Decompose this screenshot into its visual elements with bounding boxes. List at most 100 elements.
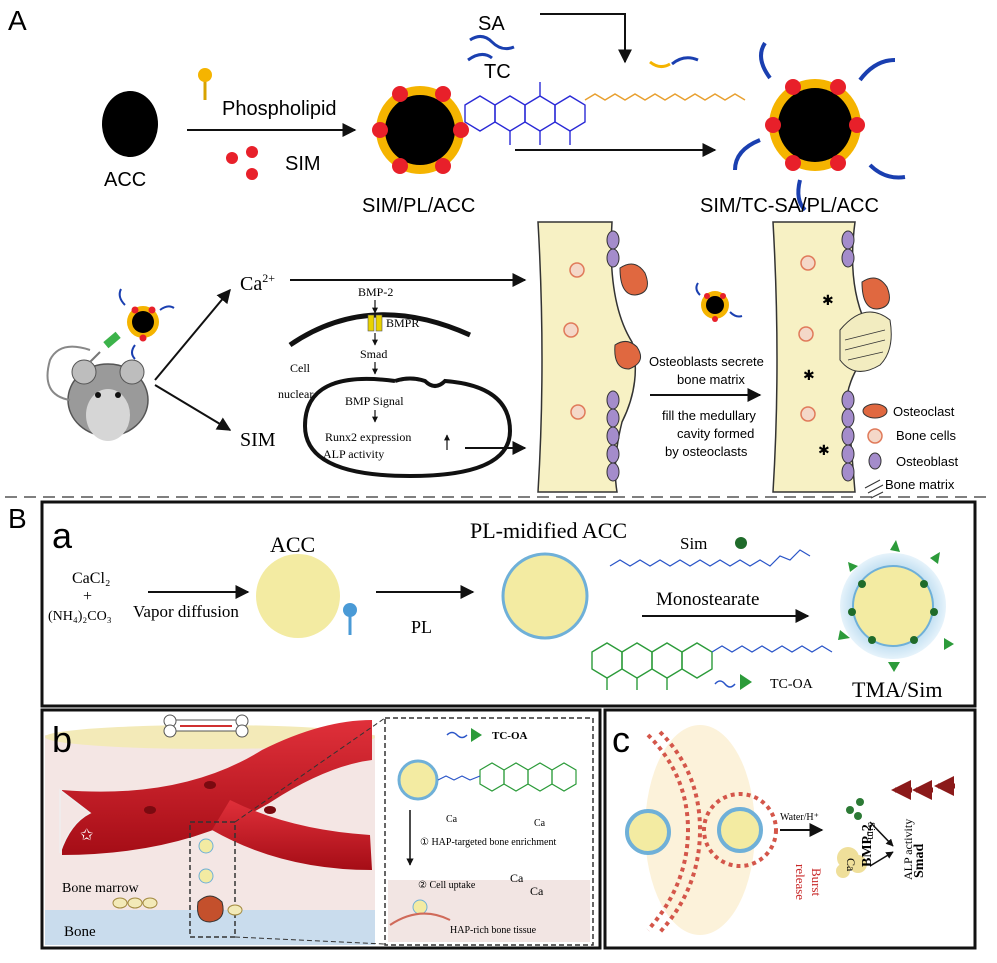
vessel-opening — [59, 788, 92, 854]
nanoparticle-small-icon — [118, 288, 175, 360]
c-arrow-converge-1 — [869, 821, 894, 847]
bone-matrix-secrete-label: bone matrix — [677, 372, 745, 387]
tc-molecule-icon — [464, 82, 586, 145]
rbc-2 — [204, 781, 216, 789]
arrow-to-ca-route — [154, 288, 231, 381]
nuclear-label: nuclear — [278, 387, 313, 401]
sim-pl-acc-label: SIM/PL/ACC — [362, 195, 475, 217]
acc-particle — [102, 91, 158, 157]
ca2-route-label: Ca2+ — [240, 271, 275, 295]
cell-membrane — [288, 312, 472, 348]
arrow-to-sim-route — [154, 384, 232, 431]
nanoparticle-center-icon — [695, 282, 743, 322]
bone-before — [537, 221, 648, 493]
bone-label: Bone — [64, 924, 96, 940]
phospholipid-label: Phospholipid — [222, 98, 337, 120]
tc-oa-molecule-icon — [591, 642, 713, 690]
inset-cell-membrane — [389, 912, 451, 926]
bone-matrix-hatch — [839, 311, 892, 372]
fill-cavity-label-2: cavity formed — [677, 426, 754, 441]
cacl2-label: CaCl₂ — [72, 570, 110, 587]
burst-release-label-1: Burst — [809, 868, 824, 897]
sa-fragment — [649, 60, 671, 69]
sim-label: SIM — [285, 153, 321, 175]
bone-after: ✱ ✱ ✱ — [772, 221, 892, 493]
tc-oa-triangle-icon — [471, 728, 482, 742]
acc-sphere — [256, 554, 340, 638]
sim-route-label: SIM — [240, 429, 276, 451]
lipid-glow — [645, 725, 755, 935]
tc-oa-inset-label: TC-OA — [492, 730, 528, 742]
svg-text:✱: ✱ — [818, 442, 830, 458]
bmpr-receptor-icon-2 — [375, 314, 383, 332]
panel-b-b: b ✩ Bone marrow Bone TC-OA — [40, 708, 602, 950]
osteoclast-icon — [197, 895, 224, 923]
runx2-label: Runx2 expression — [325, 430, 411, 444]
sa-chain-1 — [469, 35, 515, 51]
sim-dots-icon — [226, 146, 258, 180]
legend-osteoclast-icon — [862, 403, 888, 419]
tma-sim-particle — [838, 540, 954, 672]
ca-label-4: Ca — [530, 884, 544, 898]
phospholipid-icon — [198, 68, 212, 100]
bone-lining-cells — [112, 897, 243, 916]
sim-green-dot — [735, 537, 747, 549]
panel-b-c-label: c — [612, 719, 630, 760]
panel-b-a: a CaCl₂ + (NH₄)₂CO₃ Vapor diffusion ACC … — [40, 500, 977, 708]
c-arrow-converge-2 — [869, 851, 894, 867]
cell-label: Cell — [290, 361, 311, 375]
step-2-label: ② Cell uptake — [418, 880, 476, 891]
alp-c-label: ALP activity — [901, 819, 915, 880]
nucleus-membrane — [302, 376, 513, 479]
pl-label: PL — [411, 617, 432, 637]
legend-bone-matrix-label: Bone matrix — [885, 477, 955, 492]
legend-osteoblast-icon — [868, 452, 882, 470]
released-ca-cluster — [836, 847, 867, 878]
phospholipid-blue-icon — [343, 603, 357, 635]
legend-osteoclast-label: Osteoclast — [893, 404, 955, 419]
bmpr-label: BMPR — [386, 316, 419, 330]
sim-pl-acc-particle — [372, 86, 469, 174]
blood-vessel-lower — [212, 800, 372, 870]
sa-to-product-arrow — [540, 13, 632, 64]
zoom-line-top — [234, 717, 386, 823]
inset-tc-molecule — [479, 762, 577, 792]
bmp-signal-label: BMP Signal — [345, 394, 404, 408]
osteoblasts-secrete-label: Osteoblasts secrete — [649, 354, 764, 369]
panel-a: A ACC Phospholipid SIM SIM/PL/ACC — [8, 5, 959, 499]
acc-label: ACC — [104, 169, 146, 191]
monostearate-chain — [609, 549, 811, 567]
bmpr-receptor-icon — [367, 314, 375, 332]
bmp2-label: BMP-2 — [358, 285, 393, 299]
panel-b-c: c Water/H⁺ Burst release Sim Ca BMP-2 Sm… — [603, 708, 977, 950]
particle-migrating-1 — [198, 838, 214, 854]
panel-a-legend: Osteoclast Bone cells Osteoblast Bone ma… — [862, 403, 959, 499]
alp-label: ALP activity — [323, 447, 384, 461]
tc-oa-legend-wave — [714, 680, 736, 688]
c-nanoparticle-left — [625, 809, 671, 855]
tma-sim-label: TMA/Sim — [852, 677, 942, 702]
panel-a-label: A — [8, 5, 27, 36]
smad-c-label: Smad — [912, 844, 927, 878]
lipid-bilayer-outer — [646, 733, 691, 932]
rbc-1 — [144, 806, 156, 814]
tc-oa-label: TC-OA — [770, 677, 814, 692]
ca-label-3: Ca — [510, 871, 524, 885]
tc-label: TC — [484, 61, 511, 83]
sa-chain-2 — [467, 53, 493, 62]
c-nanoparticle-right — [717, 807, 763, 853]
panel-b-label: B — [8, 503, 27, 534]
svg-text:✱: ✱ — [803, 367, 815, 383]
pl-acc-title-label: PL-midified ACC — [470, 518, 627, 543]
monostearate-label: Monostearate — [656, 589, 759, 610]
plus-label: + — [83, 588, 92, 605]
particle-migrating-2 — [198, 868, 214, 884]
legend-bone-cells-label: Bone cells — [896, 428, 956, 443]
tc-oa-tail — [711, 645, 833, 653]
sim-tc-sa-pl-acc-label: SIM/TC-SA/PL/ACC — [700, 195, 879, 217]
water-h-label: Water/H⁺ — [780, 812, 819, 823]
fill-cavity-label-1: fill the medullary — [662, 408, 756, 423]
ca-c-label: Ca — [844, 858, 858, 872]
fill-cavity-label-3: by osteoclasts — [665, 444, 748, 459]
